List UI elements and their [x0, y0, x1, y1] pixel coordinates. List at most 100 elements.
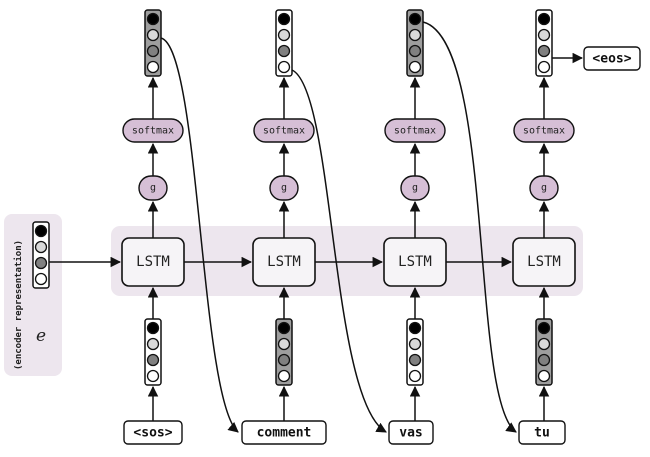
output-vector-4	[535, 9, 553, 77]
output-vector-2-frame	[275, 9, 293, 77]
g-label-2: g	[281, 183, 287, 194]
g-node-2: g	[269, 175, 299, 201]
output-vector-4-dot-3	[537, 44, 551, 58]
input-token-3: vas	[388, 420, 434, 445]
encoder-vector-cells-dot-3	[34, 256, 48, 270]
output-vector-4-dot-2	[537, 28, 551, 42]
lstm-cell-2-shape	[252, 237, 316, 287]
arrows-layer	[49, 21, 584, 433]
input-token-4: tu	[518, 420, 566, 445]
feedback-curve-3	[422, 21, 517, 433]
input-vector-1-dot-1	[146, 321, 160, 335]
output-vector-2	[275, 9, 293, 77]
input-vector-3-dot-1	[408, 321, 422, 335]
output-vector-4-frame	[535, 9, 553, 77]
input-token-1: <sos>	[123, 420, 183, 445]
softmax-label-1: softmax	[132, 126, 174, 137]
g-node-4-shape	[529, 175, 559, 201]
output-vector-1	[144, 9, 162, 77]
lstm-cell-3: LSTM	[383, 237, 447, 287]
g-node-2-shape	[269, 175, 299, 201]
softmax-node-2: softmax	[253, 118, 315, 143]
eos-token-label: <eos>	[592, 52, 631, 67]
input-token-3-label: vas	[399, 426, 422, 441]
lstm-label-4: LSTM	[527, 254, 561, 270]
input-vector-3-dot-2	[408, 337, 422, 351]
lstm-cell-3-shape	[383, 237, 447, 287]
eos-token: <eos>	[583, 46, 641, 71]
encoder-vector-cells-dot-2	[34, 240, 48, 254]
input-vector-1-dot-4	[146, 369, 160, 383]
softmax-node-3-shape	[384, 118, 446, 143]
softmax-label-4: softmax	[523, 126, 565, 137]
encoder-panel: (encoder representation) e	[4, 214, 62, 376]
input-token-3-box	[388, 420, 434, 445]
input-vector-2-dot-1	[277, 321, 291, 335]
softmax-node-4-shape	[513, 118, 575, 143]
input-token-1-label: <sos>	[133, 426, 172, 441]
input-vector-3-dot-3	[408, 353, 422, 367]
g-label-1: g	[150, 183, 156, 194]
feedback-curve-2	[291, 69, 387, 433]
input-vector-1-dot-2	[146, 337, 160, 351]
output-vector-2-dot-4	[277, 60, 291, 74]
input-vector-4-dot-1	[537, 321, 551, 335]
input-vector-4	[535, 318, 553, 386]
lstm-cell-2: LSTM	[252, 237, 316, 287]
lstm-label-1: LSTM	[136, 254, 170, 270]
input-vector-4-frame	[535, 318, 553, 386]
input-token-2-box	[241, 420, 327, 445]
output-vector-4-dot-1	[537, 12, 551, 26]
input-vector-2-dot-2	[277, 337, 291, 351]
encoder-vector-cells	[32, 221, 50, 289]
lstm-label-2: LSTM	[267, 254, 301, 270]
output-vector-3-dot-4	[408, 60, 422, 74]
g-label-4: g	[541, 183, 547, 194]
input-vector-2-frame	[275, 318, 293, 386]
input-vector-2-dot-3	[277, 353, 291, 367]
encoder-vector-cells-dot-4	[34, 272, 48, 286]
input-vector-3-frame	[406, 318, 424, 386]
output-vector-2-dot-2	[277, 28, 291, 42]
output-vector-3-frame	[406, 9, 424, 77]
input-vector-2-dot-4	[277, 369, 291, 383]
output-vector-3-dot-2	[408, 28, 422, 42]
input-token-2: comment	[241, 420, 327, 445]
input-vector-3	[406, 318, 424, 386]
g-node-4: g	[529, 175, 559, 201]
lstm-cell-1: LSTM	[121, 237, 185, 287]
softmax-label-2: softmax	[263, 126, 305, 137]
lstm-cell-4-shape	[512, 237, 576, 287]
eos-token-box	[583, 46, 641, 71]
output-vector-3-dot-1	[408, 12, 422, 26]
encoder-vector-cells-frame	[32, 221, 50, 289]
encoder-label: (encoder representation)	[13, 240, 24, 370]
output-vector-1-dot-3	[146, 44, 160, 58]
input-vector-4-dot-4	[537, 369, 551, 383]
g-node-1-shape	[138, 175, 168, 201]
g-label-3: g	[412, 183, 418, 194]
feedback-curve-1	[160, 37, 239, 433]
input-vector-1-frame	[144, 318, 162, 386]
output-vector-1-dot-1	[146, 12, 160, 26]
output-vector-3	[406, 9, 424, 77]
input-token-4-box	[518, 420, 566, 445]
g-node-1: g	[138, 175, 168, 201]
softmax-node-4: softmax	[513, 118, 575, 143]
softmax-node-3: softmax	[384, 118, 446, 143]
input-vector-2	[275, 318, 293, 386]
output-vector-2-dot-1	[277, 12, 291, 26]
input-vector-4-dot-2	[537, 337, 551, 351]
output-vector-3-dot-3	[408, 44, 422, 58]
output-vector-1-dot-4	[146, 60, 160, 74]
input-vector-3-dot-4	[408, 369, 422, 383]
input-token-2-label: comment	[257, 426, 312, 441]
output-vector-2-dot-3	[277, 44, 291, 58]
lstm-band	[111, 226, 583, 296]
encoder-vector	[32, 221, 50, 289]
input-token-1-box	[123, 420, 183, 445]
lstm-cell-1-shape	[121, 237, 185, 287]
output-vector-1-dot-2	[146, 28, 160, 42]
